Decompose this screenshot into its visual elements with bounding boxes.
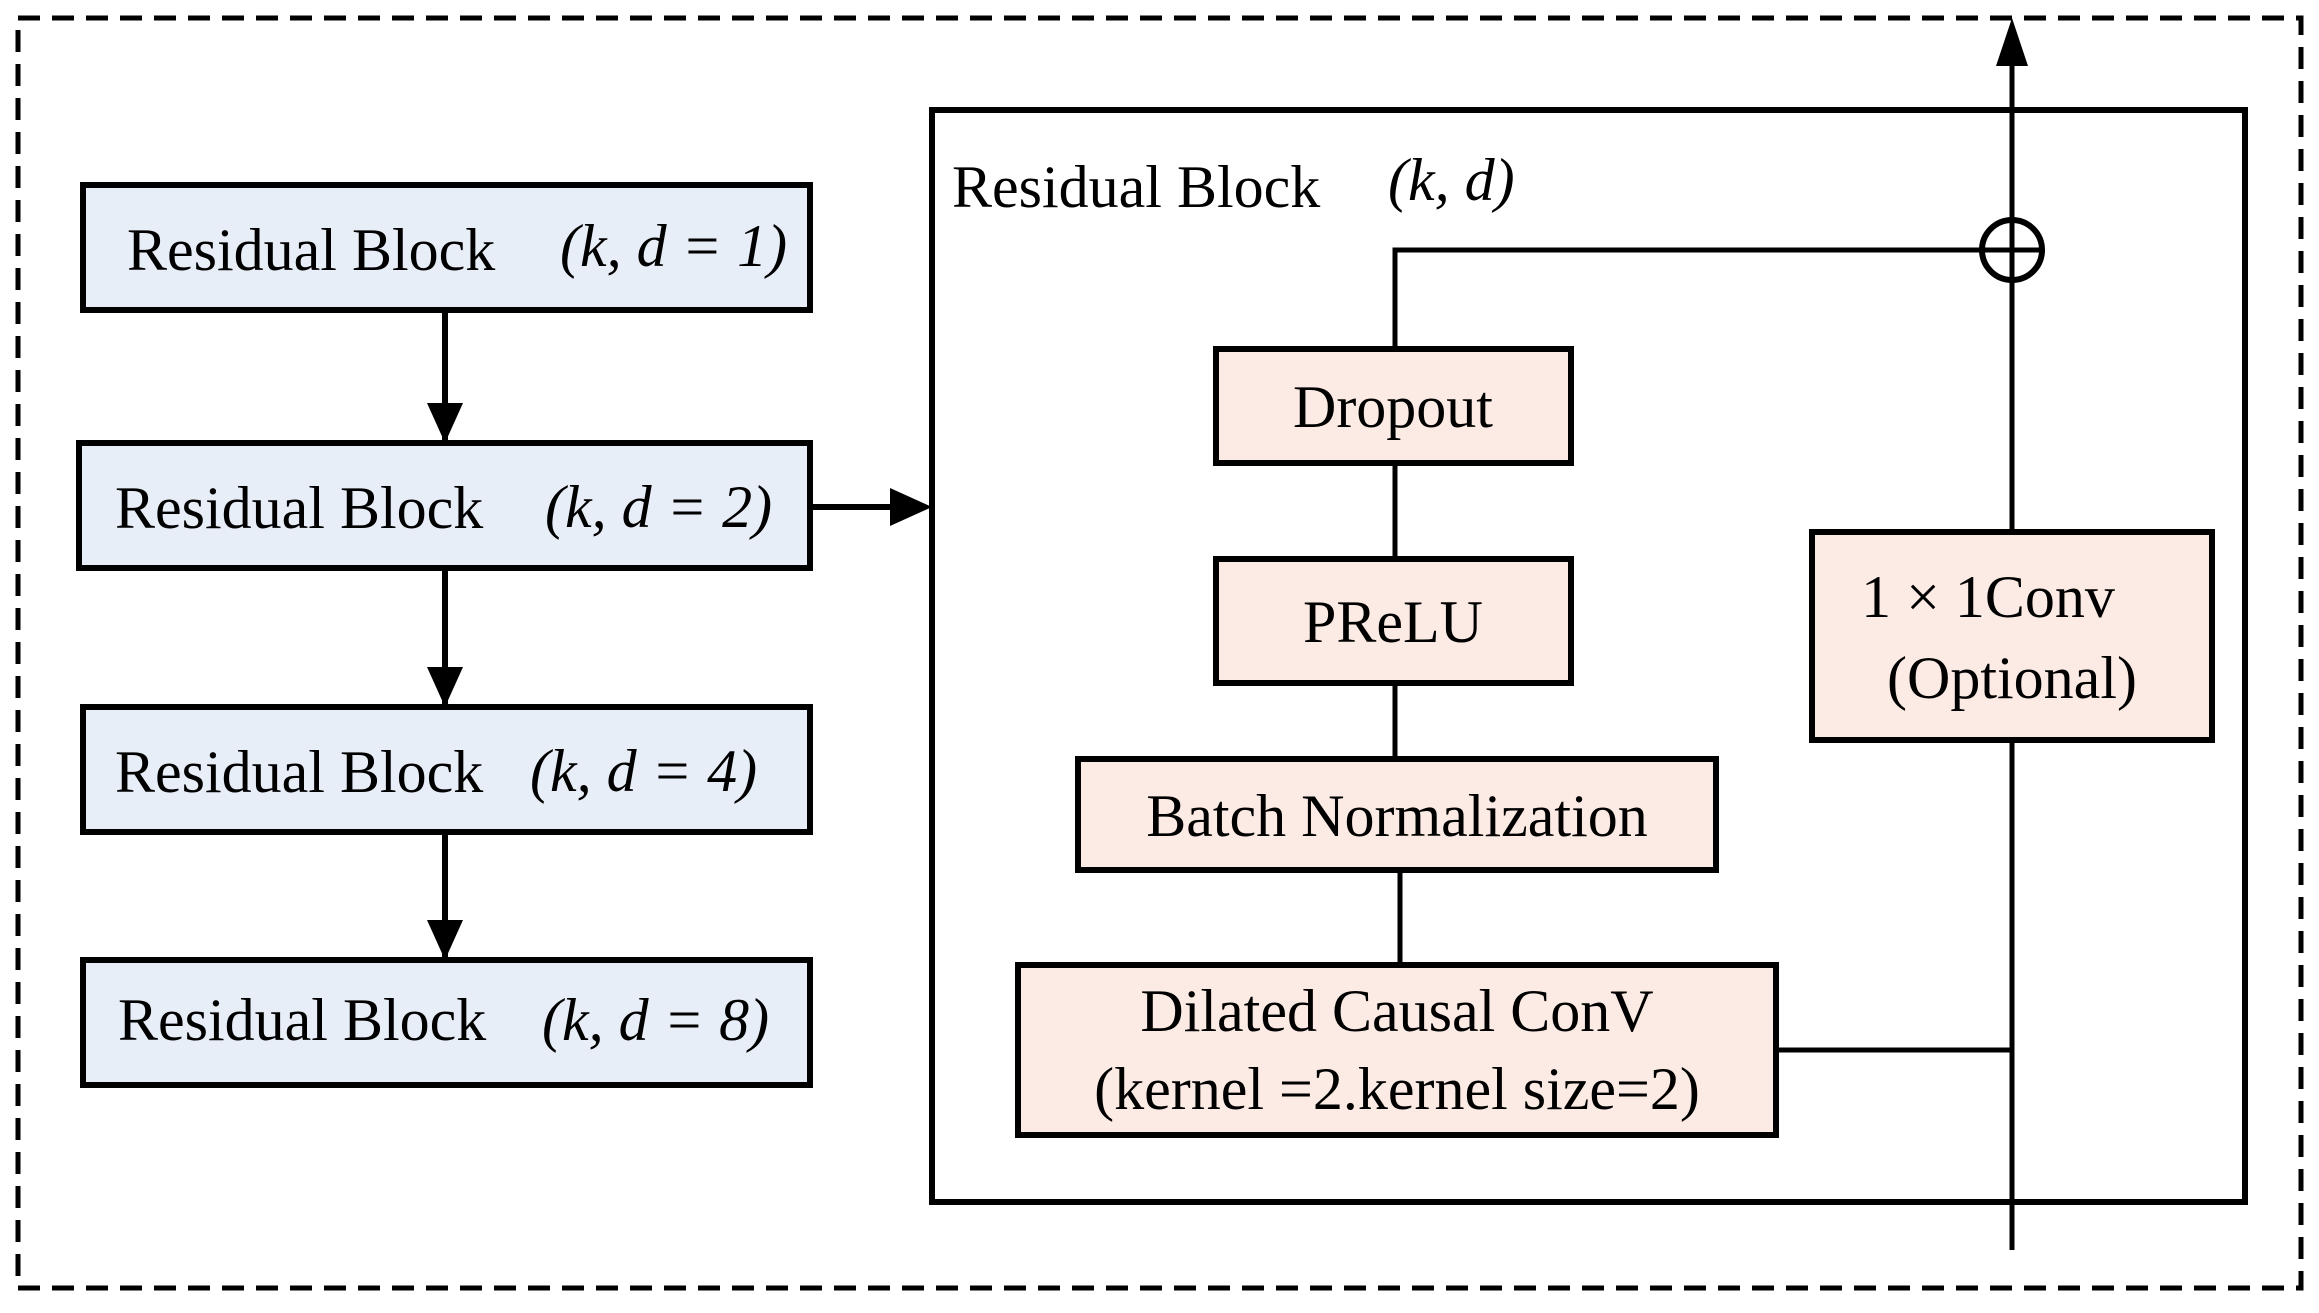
dropout-box [1213, 346, 1574, 466]
prelu-box [1213, 556, 1574, 686]
residual-block-2 [76, 440, 813, 571]
residual-block-4 [80, 957, 813, 1088]
arrowhead-block2-block3 [427, 667, 463, 707]
prelu-label: PReLU [1303, 589, 1483, 655]
residual-block-4-label: Residual Block [118, 987, 486, 1053]
detail-panel: Residual Block (k, d) Dropout PReLU Batc… [929, 18, 2248, 1250]
dilated-conv-label-2: (kernel =2.kernel size=2) [1094, 1056, 1700, 1122]
residual-block-2-math: (k, d = 2) [545, 474, 772, 540]
conv1x1-label-2: (Optional) [1887, 645, 2137, 711]
residual-block-1-label: Residual Block [127, 217, 495, 283]
dilated-conv-box [1015, 962, 1779, 1138]
outer-dashed-frame [15, 15, 2304, 1291]
batchnorm-box [1075, 756, 1719, 873]
residual-block-4-math: (k, d = 8) [542, 987, 769, 1053]
dropout-label: Dropout [1293, 374, 1493, 440]
residual-block-3-label: Residual Block [115, 739, 483, 805]
detail-title-math: (k, d) [1388, 147, 1515, 213]
arrowhead-block3-block4 [427, 920, 463, 960]
dilated-conv-label-1: Dilated Causal ConV [1140, 978, 1653, 1044]
detail-title: Residual Block [952, 154, 1320, 220]
line-dropout-to-sum [1392, 247, 1990, 349]
arrowhead-to-detail [890, 488, 932, 526]
residual-block-3-math: (k, d = 4) [530, 738, 757, 804]
residual-block-1-math: (k, d = 1) [560, 213, 787, 279]
conv1x1-box [1809, 529, 2215, 743]
residual-block-2-label: Residual Block [115, 475, 483, 541]
output-arrowhead [1996, 18, 2028, 66]
batchnorm-label: Batch Normalization [1146, 783, 1648, 849]
left-stack: Residual Block (k, d = 1) Residual Block… [76, 182, 932, 1088]
arrowhead-block1-block2 [427, 403, 463, 443]
conv1x1-label-1: 1 × 1Conv [1861, 564, 2115, 630]
sum-node [1979, 217, 2045, 283]
